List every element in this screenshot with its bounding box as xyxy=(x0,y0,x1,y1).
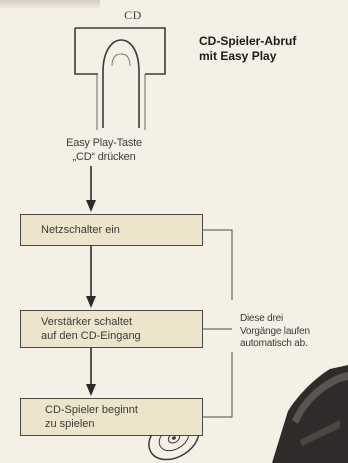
cropped-caption-strip xyxy=(0,0,100,8)
automatic-note-line: Vorgänge laufen xyxy=(240,325,310,337)
step-cd-plays: CD-Spieler beginnt zu spielen xyxy=(20,398,203,436)
finger-icon xyxy=(102,39,140,128)
step-text: auf den CD-Eingang xyxy=(41,330,141,342)
automatic-note: Diese drei Vorgänge laufen automatisch a… xyxy=(240,313,348,351)
diagram-title-line: CD-Spieler-Abruf xyxy=(199,34,297,48)
easy-play-caption-line: Easy Play-Taste xyxy=(66,137,142,149)
step-text: CD-Spieler beginnt xyxy=(45,404,138,416)
flow-arrow-3 xyxy=(86,348,96,396)
step-text: Netzschalter ein xyxy=(41,224,120,236)
automatic-note-line: Diese drei xyxy=(240,313,284,324)
flow-arrow-1 xyxy=(86,166,96,212)
cd-button-label: CD xyxy=(124,8,142,22)
step-text: Verstärker schaltet xyxy=(41,316,133,328)
automatic-steps-bracket xyxy=(203,229,233,418)
easy-play-caption-line: „CD“ drücken xyxy=(72,151,136,163)
cd-player-device-icon xyxy=(272,365,348,463)
diagram-title: CD-Spieler-Abruf mit Easy Play xyxy=(199,34,339,64)
automatic-note-line: automatisch ab. xyxy=(240,338,308,349)
step-power-on: Netzschalter ein xyxy=(20,214,203,246)
step-text: zu spielen xyxy=(45,418,95,430)
diagram-title-line: mit Easy Play xyxy=(199,49,277,63)
flow-arrow-2 xyxy=(86,246,96,308)
easy-play-caption: Easy Play-Taste „CD“ drücken xyxy=(54,136,154,164)
easy-play-button-icon xyxy=(74,27,166,130)
step-amplifier-input: Verstärker schaltet auf den CD-Eingang xyxy=(20,310,203,348)
